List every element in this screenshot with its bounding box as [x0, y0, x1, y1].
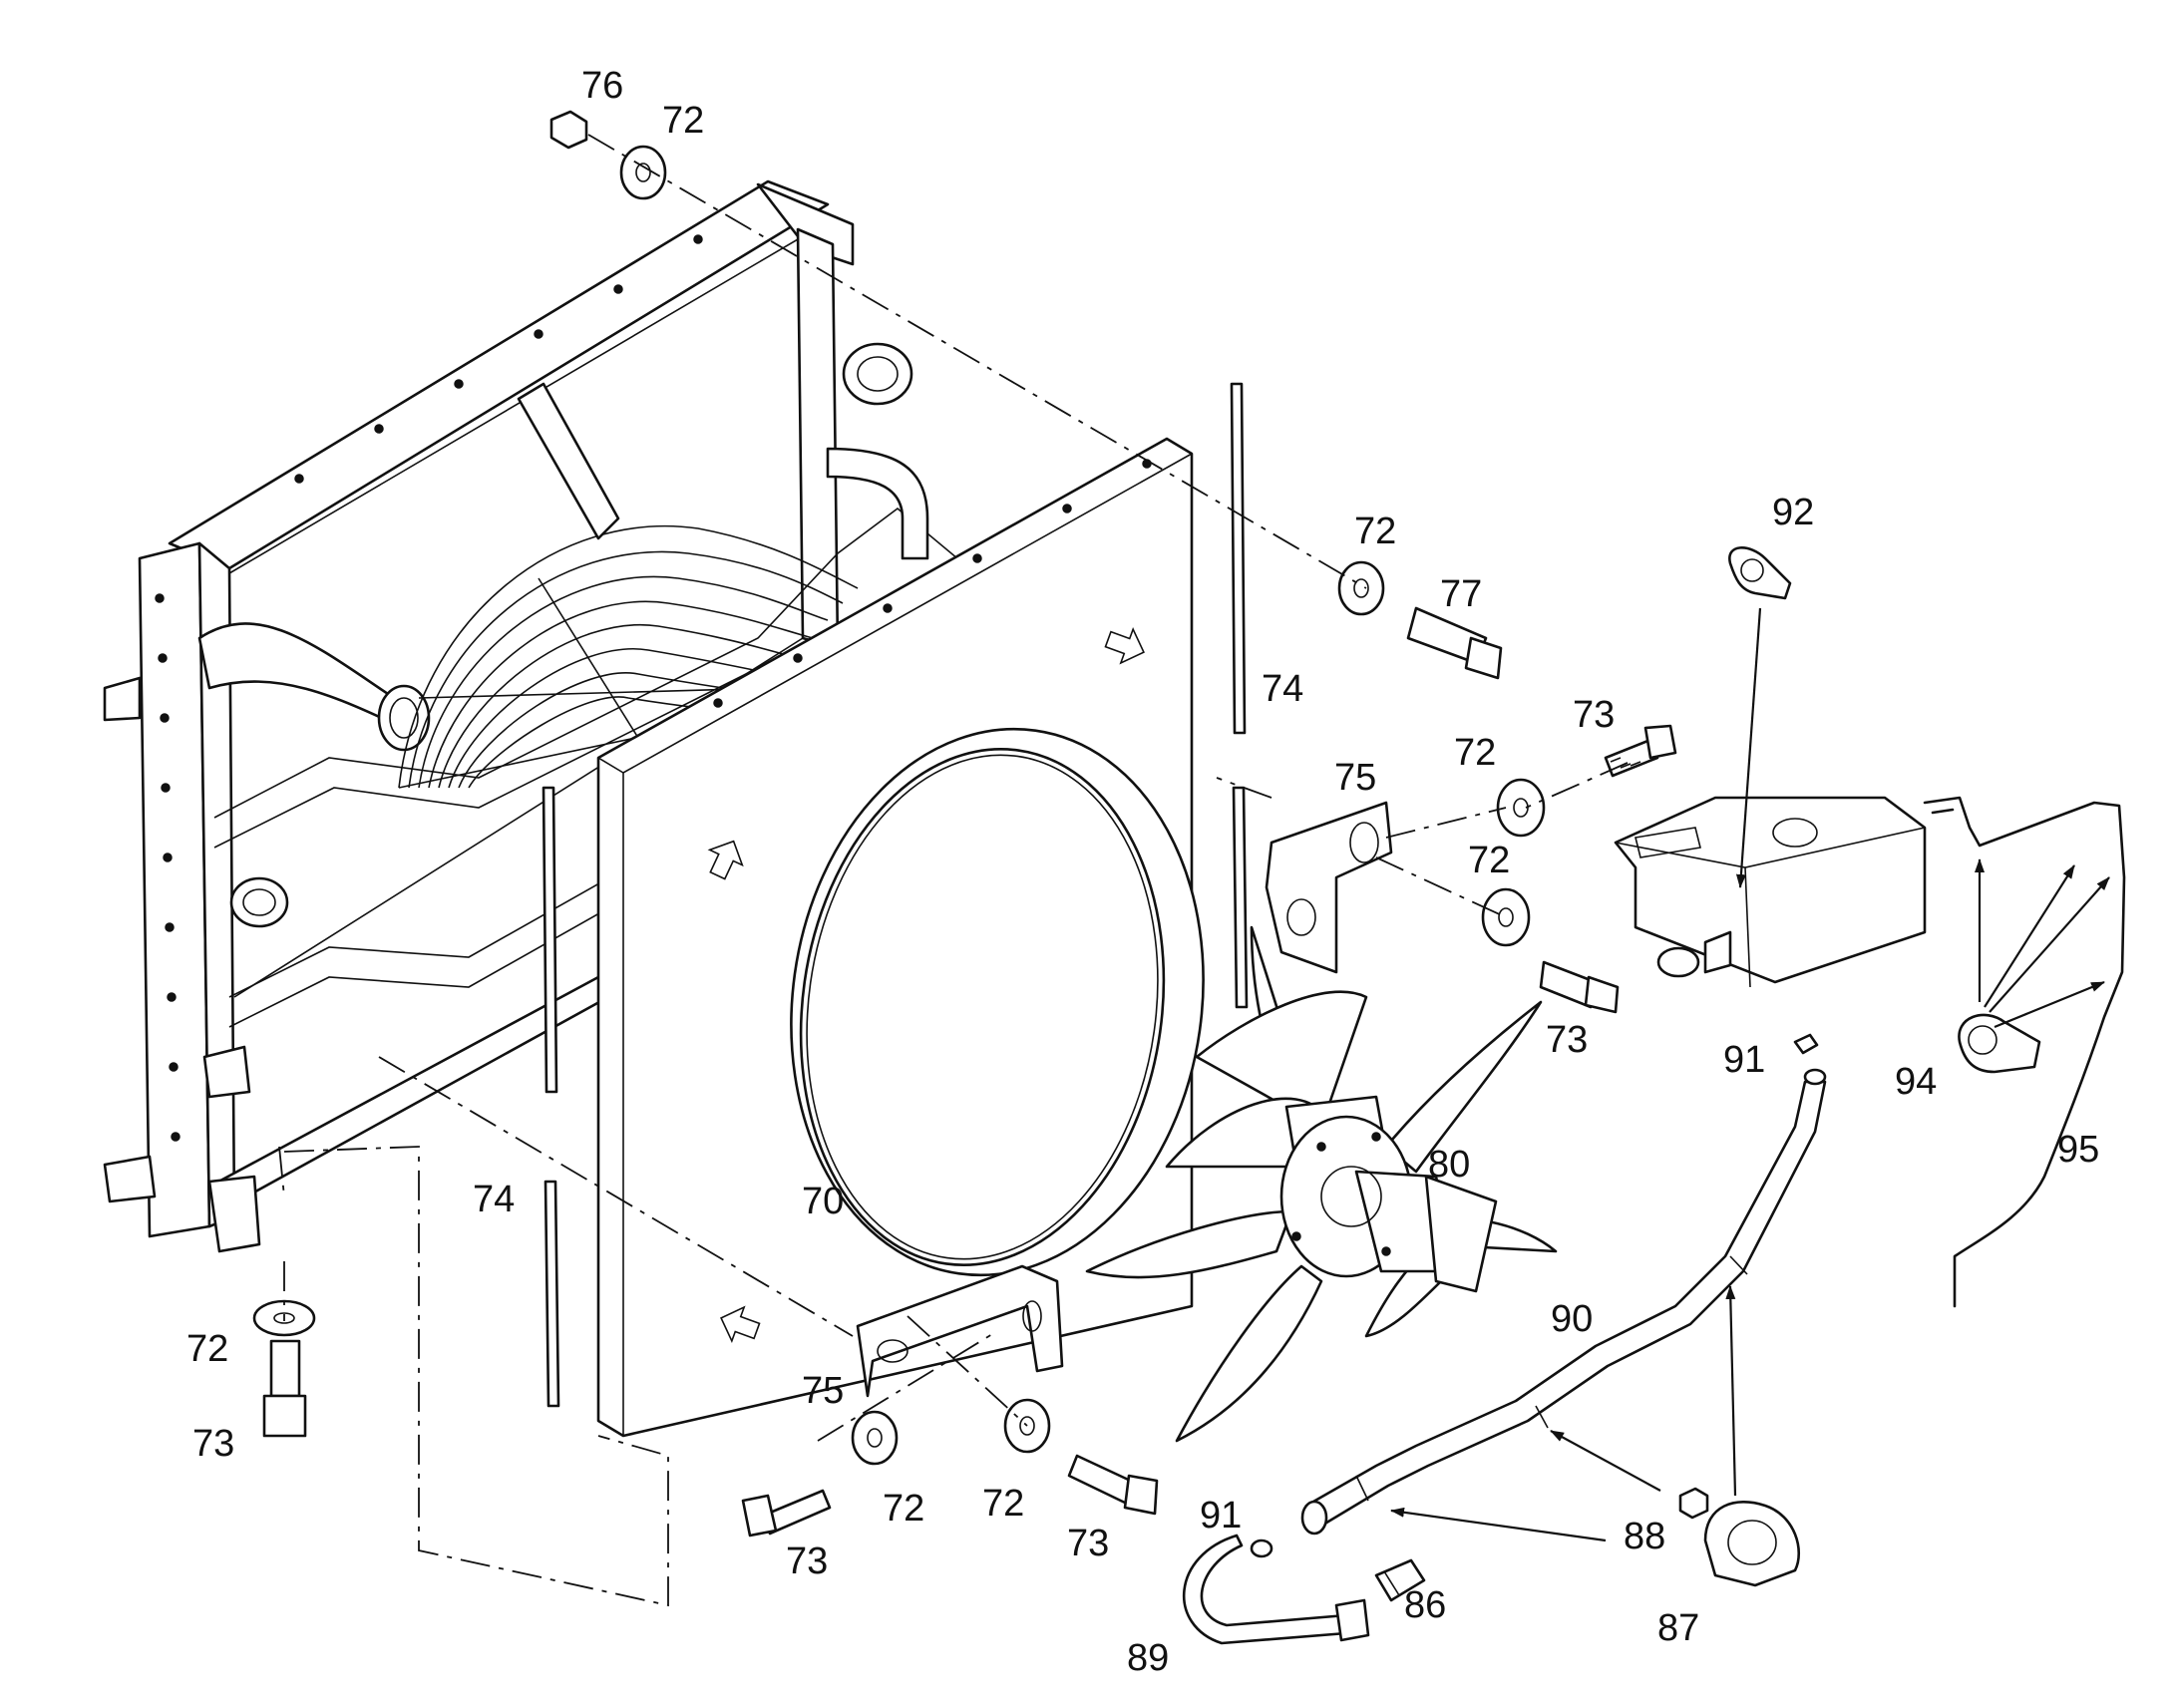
callout-87: 87	[1657, 1607, 1699, 1649]
callout-72: 72	[1454, 732, 1496, 774]
callout-73: 73	[1573, 694, 1615, 736]
fitting-86	[1374, 1558, 1426, 1602]
nut-88	[1678, 1487, 1709, 1520]
callout-89: 89	[1127, 1637, 1169, 1679]
callout-90: 90	[1551, 1298, 1593, 1340]
callout-72: 72	[662, 100, 704, 142]
callout-74: 74	[1262, 668, 1303, 710]
callout-70: 70	[802, 1181, 844, 1222]
callout-72: 72	[1468, 840, 1510, 881]
clip-92	[1728, 546, 1792, 600]
tube-89	[1182, 1534, 1370, 1645]
callout-73: 73	[1546, 1019, 1588, 1061]
mounting-bracket-upper	[1265, 801, 1393, 974]
callout-86: 86	[1404, 1584, 1446, 1626]
callout-76: 76	[581, 65, 623, 107]
callout-77: 77	[1440, 573, 1482, 615]
callout-72: 72	[1354, 511, 1396, 552]
callout-73: 73	[1067, 1523, 1109, 1564]
fan-assembly	[1085, 925, 1558, 1443]
callout-88: 88	[1624, 1516, 1665, 1557]
radiator-assembly	[103, 179, 959, 1253]
callout-labels: 76 72 72 77 92 74 73 75 72 72 73 91 94 9…	[186, 65, 2099, 1679]
assembly-lines	[278, 134, 1629, 1607]
callout-72: 72	[982, 1483, 1024, 1525]
callout-72: 72	[883, 1488, 924, 1530]
callout-72: 72	[186, 1328, 228, 1370]
callout-80: 80	[1428, 1144, 1470, 1186]
hardware	[252, 110, 1677, 1537]
callout-73: 73	[786, 1540, 828, 1582]
callout-92: 92	[1772, 492, 1814, 533]
clamp-91-lower	[1250, 1538, 1273, 1558]
callout-74: 74	[473, 1179, 515, 1220]
clamp-91-upper	[1793, 1033, 1819, 1055]
callout-73: 73	[192, 1423, 234, 1465]
callout-75: 75	[1334, 757, 1376, 799]
frame-bolts	[155, 234, 703, 1142]
pointer-arrows	[1390, 607, 2110, 1542]
mounting-bracket-lower	[856, 1264, 1064, 1398]
hose-90	[1300, 1068, 1827, 1536]
callout-94: 94	[1895, 1061, 1937, 1103]
callout-75: 75	[802, 1370, 844, 1412]
tube-95	[1923, 796, 2126, 1308]
fan-shroud	[596, 437, 1205, 1438]
clamp-87	[1703, 1501, 1800, 1587]
clip-94	[1958, 1013, 2041, 1074]
callout-95: 95	[2057, 1129, 2099, 1171]
callout-91: 91	[1200, 1495, 1242, 1537]
control-valve-assembly	[1614, 796, 1927, 988]
callout-91: 91	[1723, 1039, 1765, 1081]
seal-strips	[542, 382, 1249, 1408]
